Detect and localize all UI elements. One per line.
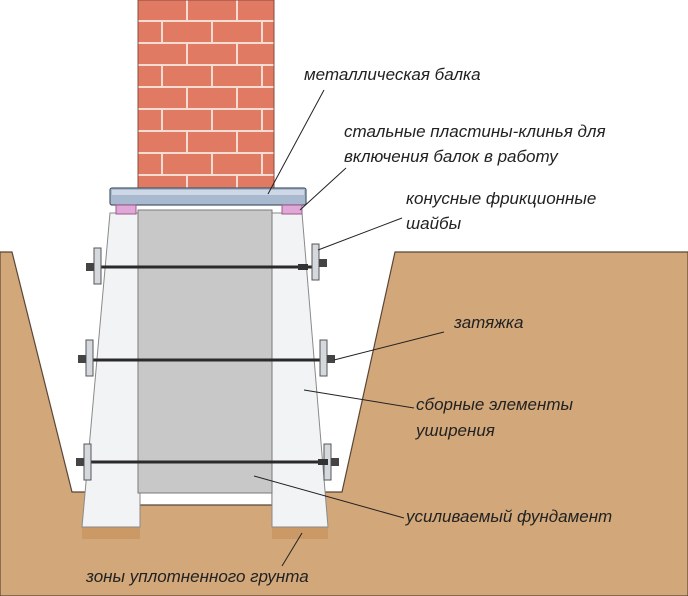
- label-washers-line2: шайбы: [406, 214, 462, 233]
- soil-zone-left: [82, 527, 140, 539]
- label-washers-line1: конусные фрикционные: [406, 189, 597, 208]
- label-steel-plates-line1: стальные пластины-клинья для: [344, 122, 606, 141]
- leader-plates: [299, 167, 347, 211]
- label-precast-elements-line2: уширения: [416, 421, 495, 440]
- reinforced-foundation: [137, 209, 273, 494]
- tie-rod-bottom: [76, 443, 339, 481]
- label-precast-elements-line1: сборные элементы: [416, 395, 573, 414]
- label-tie-rod: затяжка: [454, 313, 524, 332]
- leader-beam: [267, 89, 325, 195]
- tie-rod-middle: [78, 339, 335, 377]
- brick-wall: [137, 0, 275, 189]
- soil-zone-right: [272, 527, 328, 539]
- steel-plate-left: [115, 204, 137, 215]
- label-steel-plates-line2: включения балок в работу: [344, 147, 558, 166]
- leader-tie: [333, 331, 445, 361]
- leader-soil: [281, 532, 303, 567]
- label-metal-beam: металлическая балка: [304, 65, 481, 84]
- leader-washers: [317, 217, 403, 251]
- label-compacted-soil: зоны уплотненного грунта: [86, 567, 309, 586]
- label-reinforced-foundation: усиливаемый фундамент: [406, 507, 613, 526]
- leader-foundation: [253, 475, 405, 519]
- leader-elements: [303, 389, 415, 409]
- tie-rod-top: [86, 243, 327, 285]
- steel-plate-right: [281, 204, 303, 215]
